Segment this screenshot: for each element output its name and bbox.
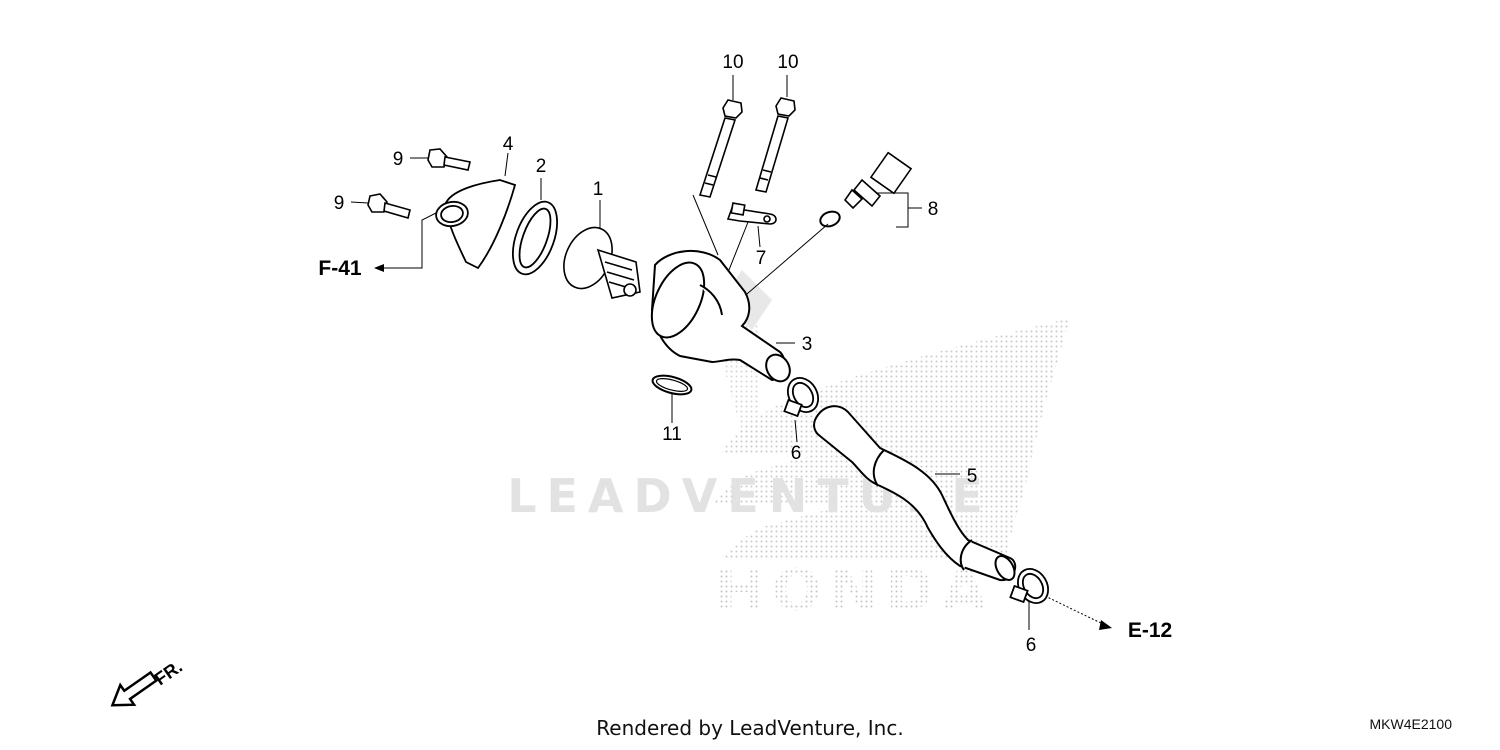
bolt-10-right: [754, 97, 796, 193]
callout-10-left: 10: [722, 52, 743, 73]
diagram-code: MKW4E2100: [1369, 716, 1452, 732]
reference-f41[interactable]: F-41: [318, 257, 362, 280]
reference-arrows: [374, 264, 1112, 630]
gasket-2: [512, 200, 558, 276]
bolt-9-upper: [427, 148, 471, 171]
thermostat-housing-3: [650, 249, 791, 383]
callout-1: 1: [593, 179, 604, 200]
callout-6-upper: 6: [791, 443, 802, 464]
front-arrow-icon: [110, 670, 158, 707]
rendered-by-credit: Rendered by LeadVenture, Inc.: [596, 716, 904, 740]
water-hose-5: [813, 405, 1017, 582]
callout-2: 2: [536, 156, 547, 177]
leader-lines: [350, 75, 1106, 630]
hose-clamp-6-lower: [1009, 568, 1049, 604]
thermostat-1: [563, 226, 641, 299]
clip-7: [726, 202, 777, 225]
callout-4: 4: [503, 134, 514, 155]
front-label: FR.: [151, 656, 186, 689]
reference-e12[interactable]: E-12: [1128, 619, 1172, 642]
callout-6-lower: 6: [1026, 635, 1037, 656]
watermark-make: HONDA: [715, 556, 994, 624]
hose-clamp-6-upper: [783, 377, 819, 418]
callout-5: 5: [967, 466, 978, 487]
o-ring-11: [651, 374, 693, 396]
callout-9-lower: 9: [334, 193, 345, 214]
callout-10-right: 10: [777, 52, 798, 73]
o-ring-8: [819, 210, 841, 228]
temperature-sensor-8: [843, 151, 913, 210]
callout-9-upper: 9: [393, 149, 404, 170]
callout-11: 11: [662, 424, 682, 445]
thermostat-cover-4: [435, 179, 517, 270]
callout-3: 3: [802, 334, 813, 355]
bolt-9-lower: [367, 193, 411, 220]
callout-7: 7: [756, 248, 767, 269]
bolt-10-left: [698, 99, 743, 198]
callout-8: 8: [928, 199, 939, 220]
